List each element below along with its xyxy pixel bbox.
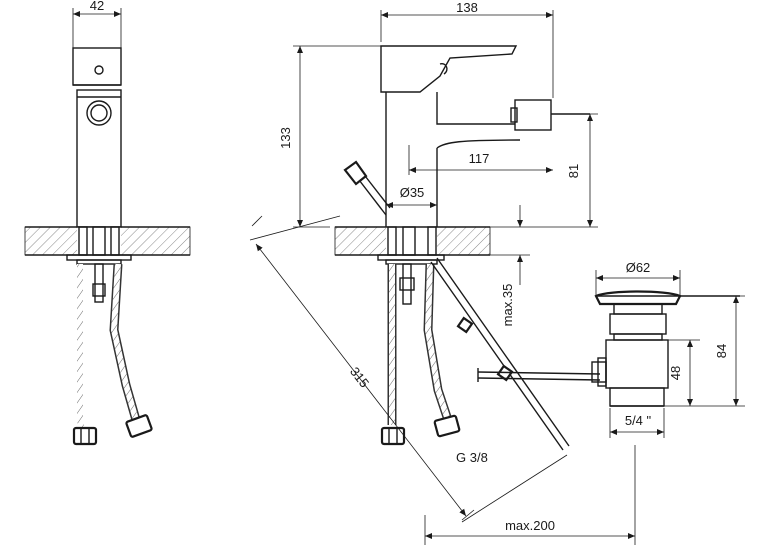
dimension-138: 138 — [456, 0, 478, 15]
front-view: 138 133 117 81 Ø35 — [249, 0, 636, 545]
dimension-84: 84 — [714, 344, 729, 358]
side-view: 42 — [24, 0, 191, 446]
dimension-315: 315 — [347, 364, 372, 390]
thread-label-g38: G 3/8 — [456, 450, 488, 465]
dimension-thread-5-4: 5/4 " — [625, 413, 652, 428]
dimension-133: 133 — [278, 127, 293, 149]
dimension-117: 117 — [469, 151, 490, 166]
dimension-81: 81 — [566, 164, 581, 178]
dimension-diameter-62: Ø62 — [626, 260, 651, 275]
dimension-48: 48 — [668, 366, 683, 380]
dimension-max-35: max.35 — [500, 284, 515, 327]
dimension-diameter-35: Ø35 — [400, 185, 425, 200]
drain-view: Ø62 84 48 5/4 " — [591, 260, 745, 438]
dimension-max-200: max.200 — [505, 518, 555, 533]
dimension-42: 42 — [90, 0, 104, 13]
